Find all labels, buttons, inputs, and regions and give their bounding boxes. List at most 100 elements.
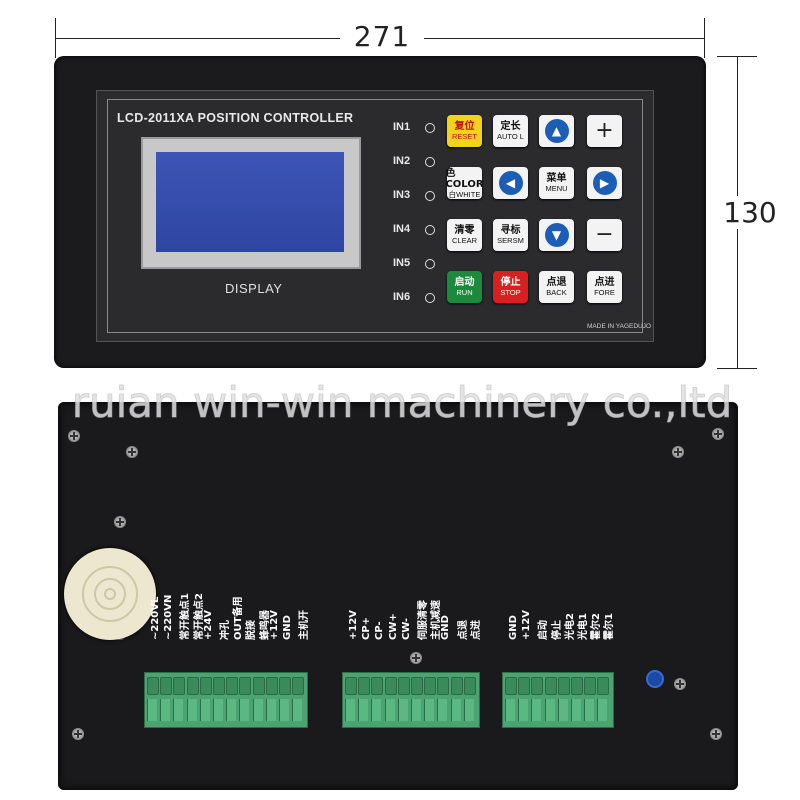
key-label-cn: 启动 [454, 277, 475, 288]
adjust-potentiometer[interactable] [646, 670, 664, 688]
terminal-slot [239, 699, 250, 721]
up-arrow-key[interactable]: ▲ [539, 115, 574, 147]
terminal-screw[interactable] [571, 677, 583, 695]
screw-icon [712, 428, 724, 440]
terminal-screw[interactable] [226, 677, 239, 695]
terminal-label: GND [282, 615, 293, 640]
terminal-label: CP+ [361, 616, 373, 640]
screw-icon [126, 446, 138, 458]
key-label-en: 白WHITE [448, 189, 481, 199]
terminal-label: CW+ [387, 613, 399, 640]
plus-icon: + [595, 118, 614, 143]
terminal-screw[interactable] [265, 677, 278, 695]
terminal-slot [160, 699, 171, 721]
terminal-slot [584, 699, 595, 721]
input-led [425, 293, 435, 303]
terminal-slot [597, 699, 608, 721]
terminal-slot [226, 699, 237, 721]
terminal-screw[interactable] [345, 677, 357, 695]
height-dimension-bottom-tick [717, 368, 757, 369]
terminal-screw[interactable] [518, 677, 531, 695]
terminal-screw[interactable] [279, 677, 291, 695]
terminal-screw[interactable] [397, 677, 410, 695]
terminal-screw[interactable] [424, 677, 437, 695]
terminal-slot [557, 699, 568, 721]
terminal-label: +12V [268, 609, 280, 640]
terminal-screw[interactable] [186, 677, 199, 695]
key-label-en: AUTO L [497, 132, 524, 141]
input-indicator-label: IN4 [393, 223, 411, 235]
terminal-label: 霍尔1 [604, 613, 616, 640]
terminal-screw[interactable] [411, 677, 423, 695]
model-title: LCD-2011XA POSITION CONTROLLER [117, 111, 354, 125]
terminal-screw[interactable] [213, 677, 225, 695]
terminal-screw[interactable] [239, 677, 252, 695]
terminal-screw[interactable] [173, 677, 186, 695]
key-label-en: STOP [500, 288, 521, 297]
terminal-screw[interactable] [160, 677, 173, 695]
plus-key[interactable]: + [587, 115, 622, 147]
terminal-label: GND [440, 615, 452, 640]
maker-label: MADE IN YAGEDUJO [587, 323, 652, 330]
key-label-cn: 点退 [546, 277, 567, 288]
buzzer-ring [94, 578, 126, 610]
terminal-screw[interactable] [371, 677, 384, 695]
faceplate: LCD-2011XA POSITION CONTROLLER DISPLAY I… [96, 90, 654, 342]
terminal-screw[interactable] [252, 677, 265, 695]
terminal-screw[interactable] [584, 677, 597, 695]
lcd-bezel [141, 137, 361, 269]
key-label-cn: 清零 [454, 225, 475, 236]
down-arrow-key[interactable]: ▼ [539, 219, 574, 251]
terminal-slot [505, 699, 515, 721]
minus-icon: − [595, 222, 614, 247]
terminal-screw[interactable] [505, 677, 517, 695]
terminal-slot [292, 699, 303, 721]
terminal-screw[interactable] [147, 677, 159, 695]
height-dimension-label: 130 [700, 196, 800, 229]
terminal-screw[interactable] [597, 677, 610, 695]
terminal-screw[interactable] [544, 677, 557, 695]
screw-icon [410, 652, 422, 664]
screw-icon [72, 728, 84, 740]
terminal-slot [384, 699, 395, 721]
key-label-cn: 色COLOR [445, 167, 484, 190]
terminal-screw[interactable] [450, 677, 463, 695]
terminal-label: ~220VL [150, 596, 161, 640]
terminal-screw[interactable] [437, 677, 450, 695]
terminal-label: 点进 [470, 620, 482, 640]
terminal-screw[interactable] [531, 677, 544, 695]
input-indicator-label: IN1 [393, 121, 411, 133]
controller-front-panel: LCD-2011XA POSITION CONTROLLER DISPLAY I… [54, 56, 706, 368]
terminal-screw[interactable] [463, 677, 476, 695]
terminal-label: ~220VN [163, 594, 175, 640]
terminal-screw[interactable] [557, 677, 570, 695]
input-indicator-label: IN3 [393, 189, 411, 201]
down-arrow-icon: ▼ [544, 223, 569, 247]
screw-icon [710, 728, 722, 740]
terminal-screw[interactable] [384, 677, 397, 695]
input-indicator-label: IN6 [393, 291, 411, 303]
terminal-screw[interactable] [358, 677, 371, 695]
input-led [425, 123, 435, 133]
terminal-slot [397, 699, 408, 721]
right-arrow-key[interactable]: ▶ [587, 167, 622, 199]
terminal-screw[interactable] [199, 677, 212, 695]
terminal-slot [437, 699, 448, 721]
buzzer [64, 548, 156, 640]
minus-key[interactable]: − [587, 219, 622, 251]
left-arrow-icon: ◀ [498, 171, 523, 195]
terminal-screw[interactable] [292, 677, 305, 695]
left-arrow-key[interactable]: ◀ [493, 167, 528, 199]
input-led [425, 225, 435, 235]
